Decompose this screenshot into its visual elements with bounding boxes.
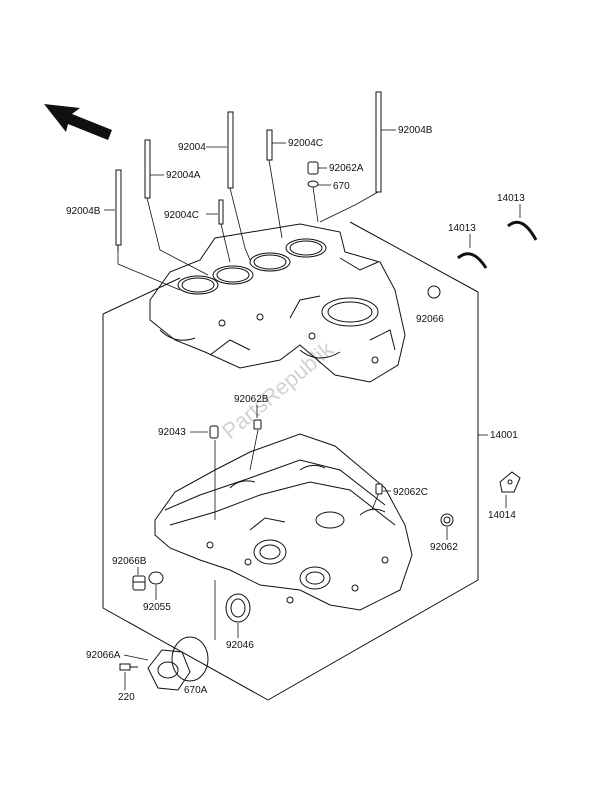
- pin-92043-part: [209, 425, 219, 439]
- label-92062A: 92062A: [329, 163, 364, 174]
- bolt-92004A: [144, 139, 151, 199]
- label-92066B: 92066B: [112, 556, 147, 567]
- bolt-92004C-top: [266, 129, 273, 161]
- bracket-14014-part: [499, 471, 521, 493]
- oring-670A-part: [171, 636, 209, 682]
- bearing-14013-a-part: [457, 252, 488, 269]
- label-92062B: 92062B: [234, 394, 269, 405]
- dowel-92062A-part: [307, 161, 319, 175]
- label-670A: 670A: [184, 685, 208, 696]
- label-14013-b: 14013: [497, 193, 525, 204]
- label-92004C-top: 92004C: [288, 138, 323, 149]
- bolt-92004B-left: [115, 169, 122, 252]
- cover-92066A-part: [147, 649, 191, 691]
- assembly-outline: [102, 221, 479, 701]
- bearing-14013-b-part: [507, 220, 538, 241]
- dowel-92062C-part: [375, 483, 383, 495]
- label-92004B-right: 92004B: [398, 125, 433, 136]
- label-92004B-left: 92004B: [66, 206, 101, 217]
- label-92062C: 92062C: [393, 487, 428, 498]
- dowel-92062-part: [440, 513, 454, 527]
- front-direction-arrow-icon: [44, 104, 112, 140]
- seal-92046-part: [225, 593, 251, 623]
- label-92046: 92046: [226, 640, 254, 651]
- bolt-92004C-mid: [218, 199, 224, 225]
- bolt-220-part: [119, 663, 138, 671]
- dowel-92062B-part: [253, 419, 262, 430]
- part-labels: 92004 92004C 92004B 92062A 670 92004A 92…: [66, 125, 525, 703]
- plug-92066B-part: [132, 575, 146, 591]
- label-14001: 14001: [490, 430, 518, 441]
- label-92055: 92055: [143, 602, 171, 613]
- label-14014: 14014: [488, 510, 516, 521]
- label-92043: 92043: [158, 427, 186, 438]
- label-14013-a: 14013: [448, 223, 476, 234]
- label-92066A: 92066A: [86, 650, 121, 661]
- bolt-92004: [227, 111, 234, 189]
- bolt-92004B-right: [375, 91, 382, 193]
- upper-crankcase: [149, 223, 406, 383]
- lower-crankcase: [154, 433, 413, 611]
- label-92066: 92066: [416, 314, 444, 325]
- label-220: 220: [118, 692, 135, 703]
- oring-670-part: [307, 180, 319, 188]
- watermark: PartsRepublik: [217, 336, 339, 444]
- label-92004C-mid: 92004C: [164, 210, 199, 221]
- label-92062: 92062: [430, 542, 458, 553]
- label-92004: 92004: [178, 142, 206, 153]
- label-670: 670: [333, 181, 350, 192]
- label-92004A: 92004A: [166, 170, 201, 181]
- plug-92066-part: [427, 285, 441, 299]
- oring-92055-part: [148, 571, 164, 585]
